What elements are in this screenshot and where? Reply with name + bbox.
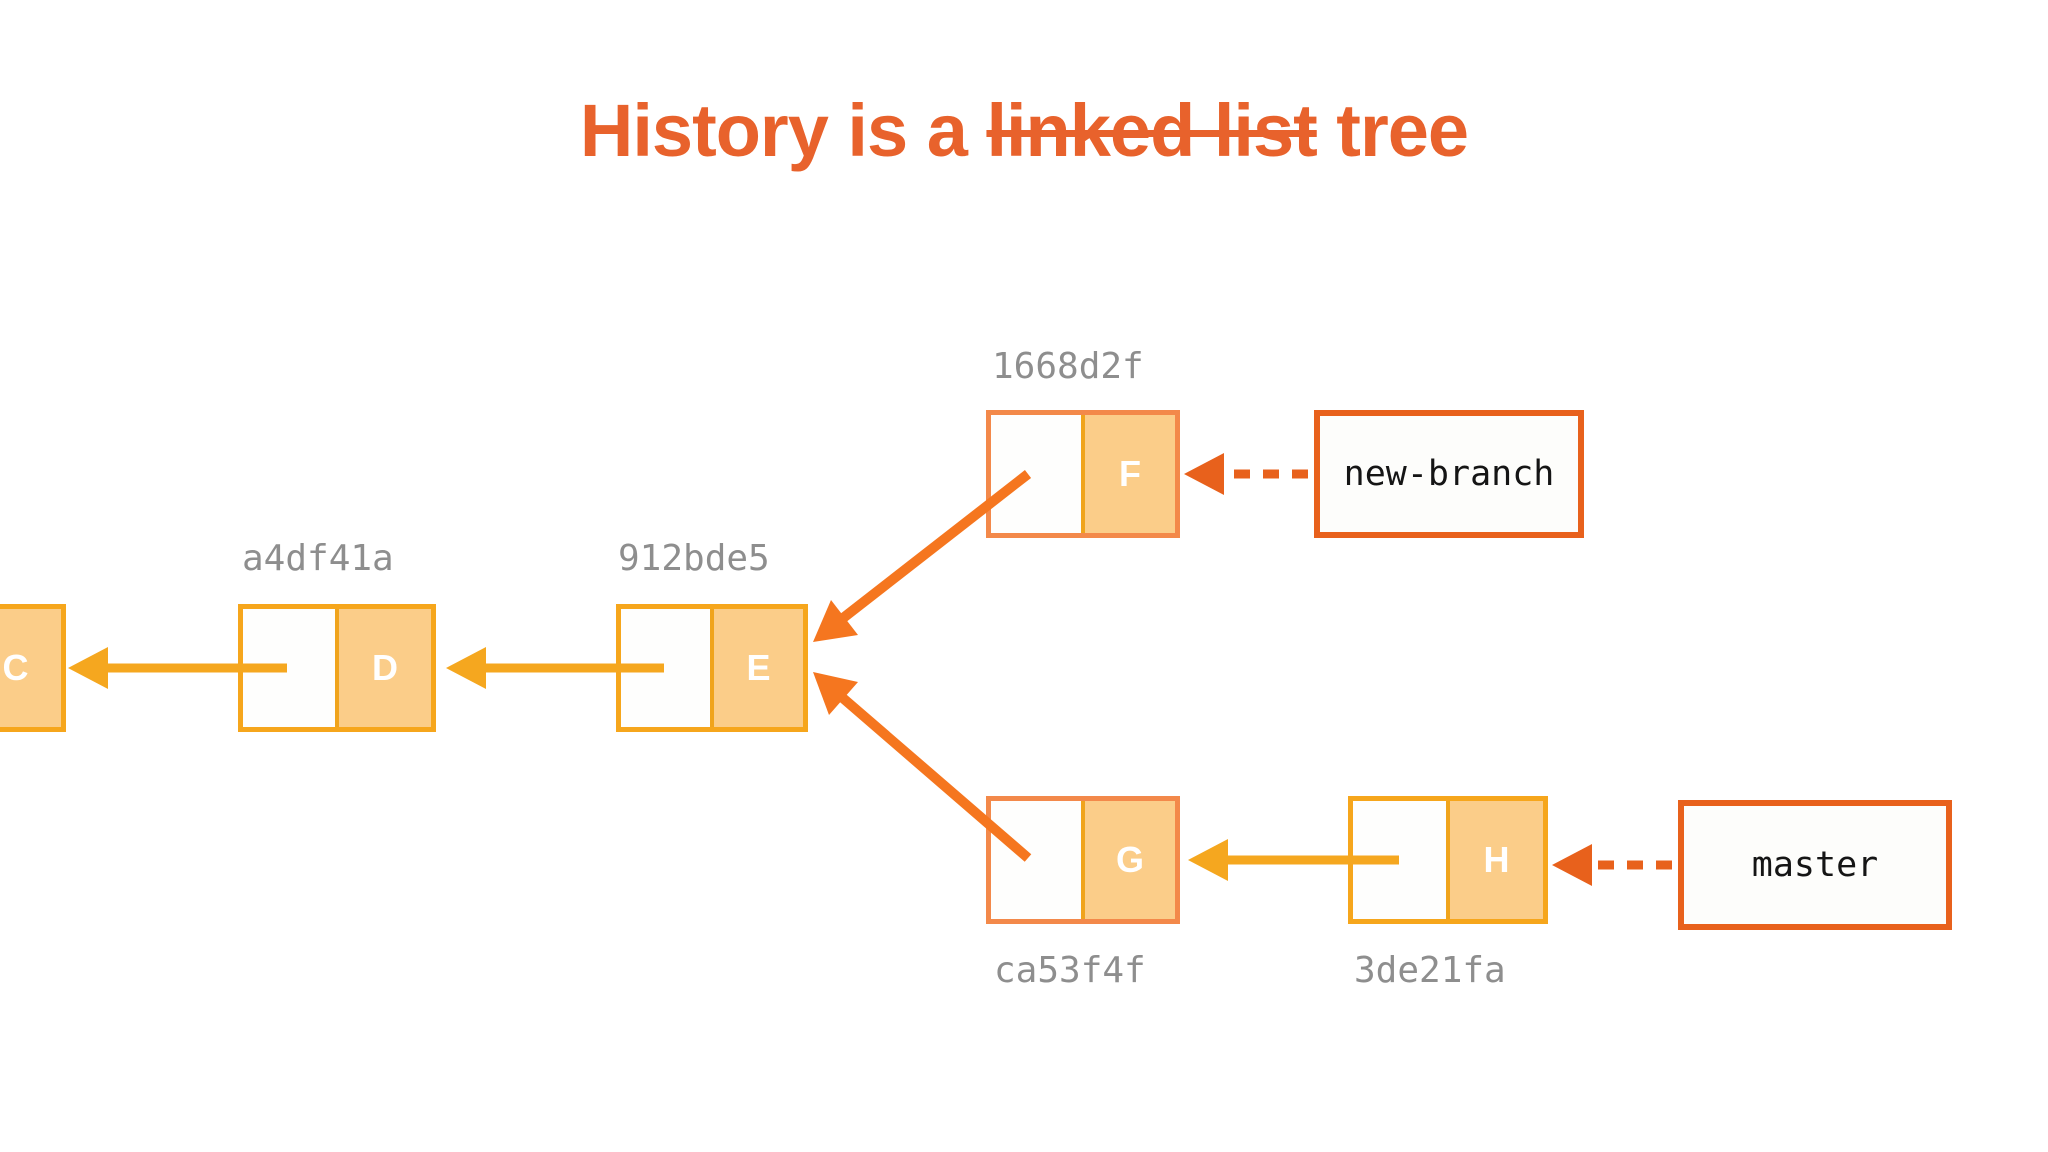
title-text-before: History is a [579,89,987,172]
commit-node-c: C [0,604,66,732]
commit-node-d: D [238,604,436,732]
commit-node-h: H [1348,796,1548,924]
commit-node-g: G [986,796,1180,924]
commit-hash-label-e: 912bde5 [618,538,770,579]
commit-c-letter: C [2,647,29,688]
commit-h-pointer-cell [1353,801,1446,919]
commit-c-data-cell: C [0,609,61,727]
commit-f-letter: F [1119,453,1141,494]
commit-f-pointer-cell [991,415,1081,533]
slide-title: History is a linked list tree [0,88,2048,173]
branch-box-new-branch: new-branch [1314,410,1584,538]
title-struck-text: linked list [986,89,1317,172]
commit-hash-label-h: 3de21fa [1354,950,1506,991]
commit-e-data-cell: E [710,609,803,727]
commit-f-data-cell: F [1081,415,1175,533]
commit-node-e: E [616,604,808,732]
commit-h-data-cell: H [1446,801,1543,919]
commit-hash-label-g: ca53f4f [994,950,1146,991]
commit-d-data-cell: D [335,609,431,727]
commit-hash-label-f: 1668d2f [992,346,1144,387]
commit-h-letter: H [1483,839,1510,880]
commit-g-pointer-cell [991,801,1081,919]
arrow-master-to-h [1552,844,1672,886]
branch-label-master: master [1751,845,1879,885]
commit-d-pointer-cell [243,609,335,727]
commit-node-f: F [986,410,1180,538]
commit-e-letter: E [746,647,771,688]
commit-e-pointer-cell [621,609,710,727]
commit-d-letter: D [372,647,398,688]
commit-g-data-cell: G [1081,801,1175,919]
branch-box-master: master [1678,800,1952,930]
arrow-new-branch-to-f [1184,453,1308,495]
commit-hash-label-d: a4df41a [242,538,394,579]
branch-label-new-branch: new-branch [1343,454,1555,494]
title-text-after: tree [1316,89,1469,172]
commit-g-letter: G [1115,839,1144,880]
